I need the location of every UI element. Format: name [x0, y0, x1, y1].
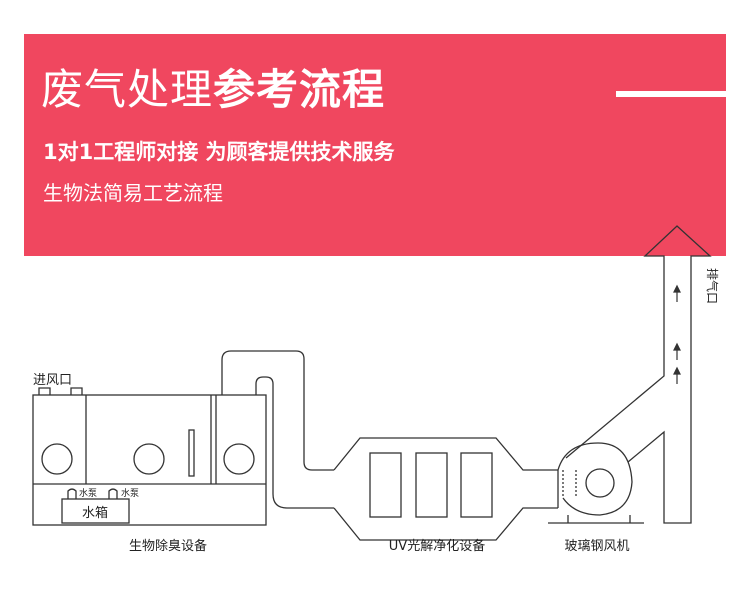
- water-tank: [61, 498, 130, 524]
- header-banner: 废气处理参考流程 1对1工程师对接 为顾客提供技术服务 生物法简易工艺流程: [24, 34, 726, 256]
- subtitle: 1对1工程师对接 为顾客提供技术服务: [43, 140, 395, 164]
- bio-deodorizer-label: 生物除臭设备: [129, 538, 207, 554]
- bio-deodorizer-body: [32, 394, 267, 526]
- separator-column: [188, 429, 195, 477]
- page-title: 废气处理参考流程: [41, 62, 385, 118]
- uv-lamp-module-1: [369, 452, 402, 518]
- pump-1: [67, 488, 77, 499]
- inlet-nozzle-left: [38, 387, 51, 395]
- flow-arrows: [673, 284, 681, 384]
- uv-top-outline: [333, 437, 558, 471]
- pump-label-2: 水泵: [121, 487, 139, 499]
- spray-circle-1: [41, 443, 73, 475]
- uv-lamp-module-2: [415, 452, 448, 518]
- frp-fan-unit: [548, 442, 644, 524]
- fan-label: 玻璃钢风机: [564, 539, 629, 554]
- uv-lamp-module-3: [460, 452, 493, 518]
- title-light: 废气处理: [41, 65, 214, 114]
- bio-deodorizer-unit: [32, 387, 267, 526]
- process-caption: 生物法简易工艺流程: [43, 181, 223, 205]
- uv-bottom-outline: [333, 507, 558, 541]
- spray-circle-3: [223, 443, 255, 475]
- title-bold: 参考流程: [213, 65, 386, 114]
- title-decoration-bar: [616, 91, 726, 97]
- pump-label-1: 水泵: [79, 487, 97, 499]
- fan-impeller: [585, 468, 615, 498]
- water-tank-label: 水箱: [82, 505, 108, 521]
- exhaust-stack: [565, 225, 712, 524]
- fan-volute: [557, 442, 633, 516]
- uv-purifier-label: UV光解净化设备: [389, 538, 485, 554]
- uv-purifier-unit: [333, 437, 558, 541]
- pump-2: [108, 488, 118, 499]
- outlet-label: 排气口: [705, 268, 720, 304]
- inlet-label: 进风口: [33, 373, 72, 388]
- spray-circle-2: [133, 443, 165, 475]
- inlet-nozzle-right: [70, 387, 83, 395]
- connecting-duct-1: [221, 350, 334, 509]
